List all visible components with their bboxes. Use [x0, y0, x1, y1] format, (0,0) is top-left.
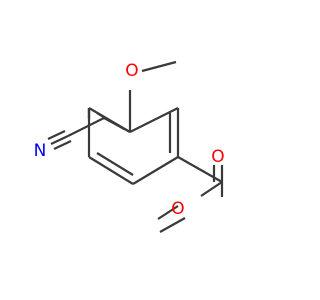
ester-bond-c-o	[200, 181, 223, 197]
nitrile-n-label: N	[34, 141, 47, 161]
ring-bond-c1-c2	[129, 107, 179, 133]
bond-side-chain-segment-2	[67, 117, 105, 137]
bond-ester-o-to-methyl	[157, 205, 179, 220]
ring-bond-c4-c5	[88, 156, 134, 185]
ring-double-bond-2	[96, 152, 134, 176]
ring-bond-c3-c4	[132, 156, 179, 185]
ester-bond-o-ch3	[159, 217, 186, 233]
bond-ch2-to-nitrile-carbon	[72, 108, 89, 132]
triple-bond-line-1	[50, 135, 69, 145]
triple-bond-line-2	[47, 130, 66, 140]
bond-side-chain-segment-1	[103, 117, 131, 133]
triple-bond-line-3	[53, 140, 72, 150]
bond-methoxy-o-to-ch3	[141, 60, 177, 73]
structure-canvas: N O O O	[33, 60, 225, 233]
methoxy-o-label: O	[125, 61, 138, 81]
chemical-structure: N O O O	[34, 60, 225, 233]
carbonyl-o-label: O	[211, 147, 224, 167]
ester-o-label: O	[171, 199, 184, 219]
